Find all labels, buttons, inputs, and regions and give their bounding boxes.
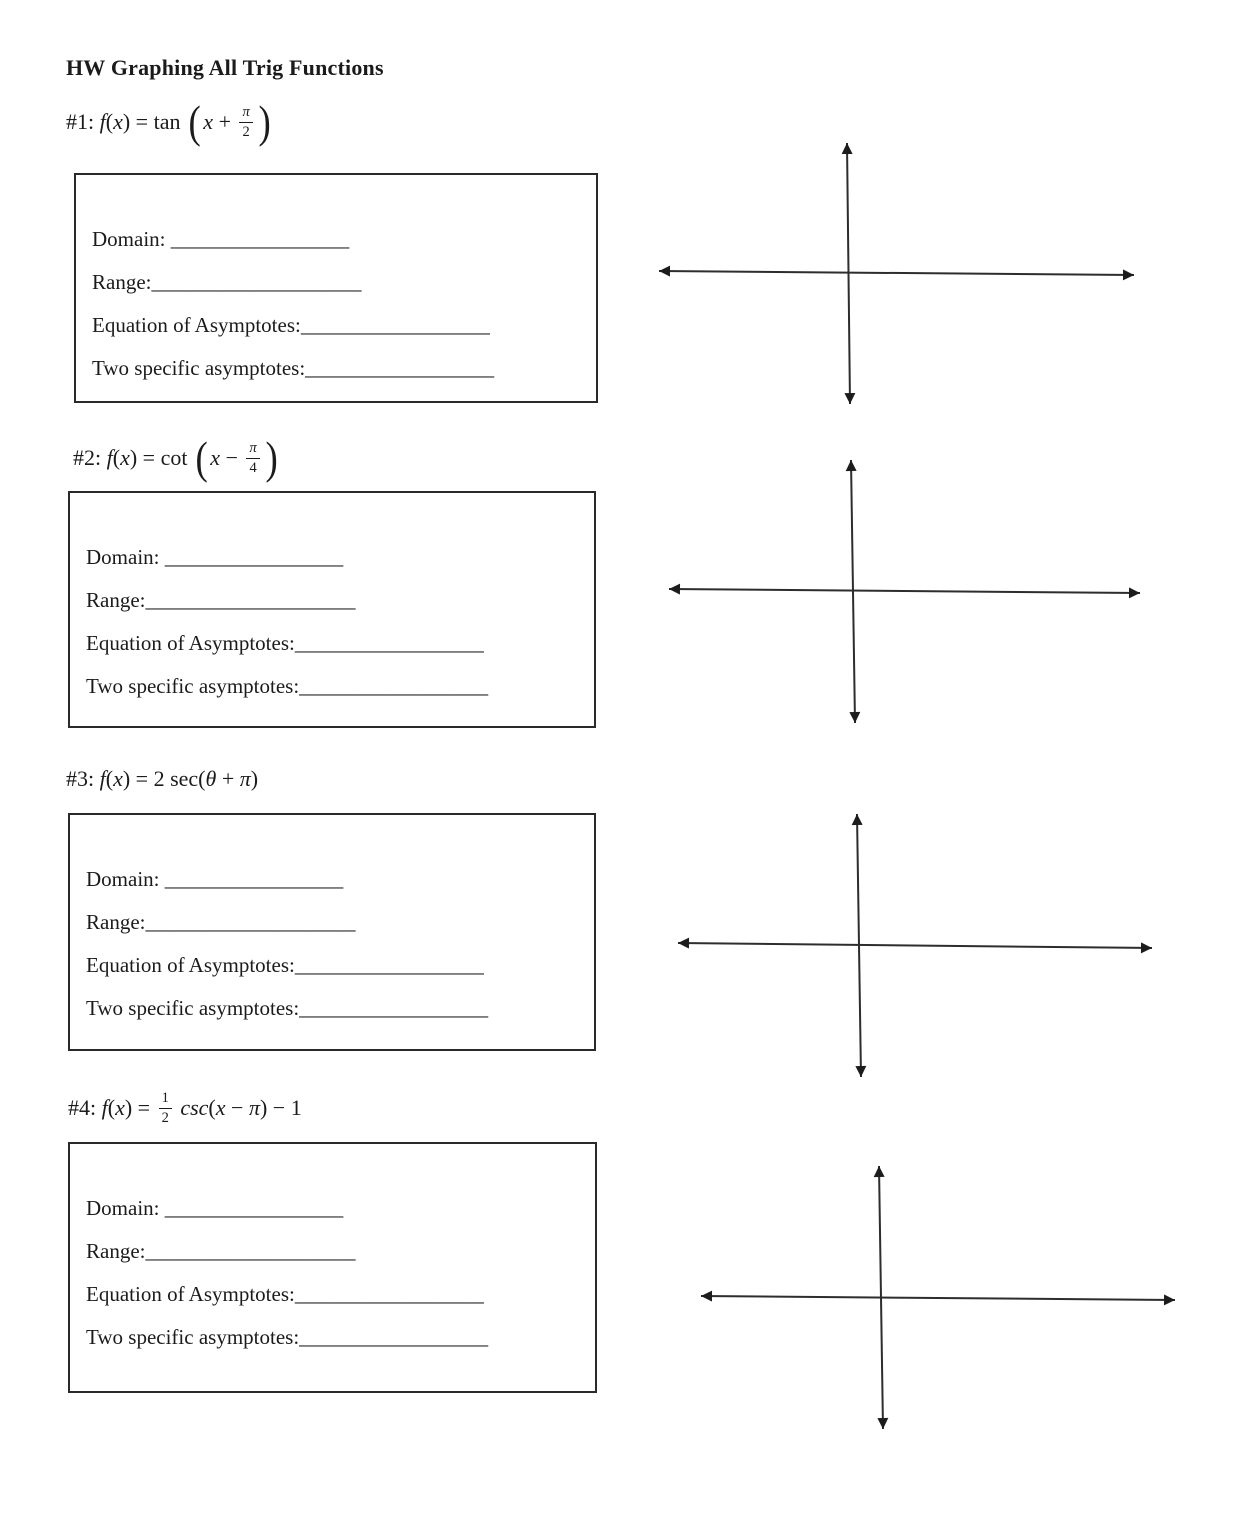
field-equation-of-asymptotes: Equation of Asymptotes:_________________…: [86, 1282, 484, 1306]
field-range: Range:____________________: [92, 270, 362, 294]
formula-variable: f: [99, 109, 106, 134]
fraction-denominator: 4: [249, 459, 257, 476]
fraction-denominator: 2: [161, 1109, 169, 1126]
field-domain: Domain: _________________: [86, 545, 344, 569]
page-title: HW Graphing All Trig Functions: [66, 55, 384, 80]
field-range: Range:____________________: [86, 1239, 356, 1263]
formula-text: ) = tan: [122, 109, 186, 134]
fraction-numerator: π: [239, 104, 253, 123]
formula-variable: x: [203, 109, 214, 134]
formula-variable: f: [106, 445, 113, 470]
fraction-denominator: 2: [242, 123, 250, 140]
field-equation-of-asymptotes: Equation of Asymptotes:_________________…: [86, 953, 484, 977]
problem-1-answer-box: Domain: _________________ Range:________…: [74, 173, 598, 403]
blank-axes-1: [658, 142, 1135, 405]
big-paren-close: ): [265, 432, 278, 484]
y-axis-line: [873, 1165, 889, 1430]
problem-4-answer-box: Domain: _________________ Range:________…: [68, 1142, 597, 1393]
formula-text: #1:: [66, 109, 100, 134]
field-range: Range:____________________: [86, 588, 356, 612]
big-paren-close: ): [258, 96, 271, 148]
formula-variable: θ: [205, 766, 217, 791]
field-two-specific-asymptotes: Two specific asymptotes:________________…: [86, 1325, 489, 1349]
x-axis-line: [677, 937, 1153, 954]
formula-text: (: [105, 109, 114, 134]
formula-text: −: [220, 445, 244, 470]
formula-text: #3:: [66, 766, 100, 791]
formula-variable: x: [113, 766, 123, 791]
field-range: Range:____________________: [86, 910, 356, 934]
formula-text: +: [213, 109, 237, 134]
formula-variable: π: [248, 1095, 260, 1120]
formula-variable: f: [99, 766, 106, 791]
formula-function: csc: [174, 1095, 209, 1120]
big-paren-open: (: [188, 96, 201, 148]
formula-text: ) =: [124, 1095, 156, 1120]
field-two-specific-asymptotes: Two specific asymptotes:________________…: [86, 674, 489, 698]
formula-variable: x: [120, 445, 130, 470]
formula-text: (: [107, 1095, 116, 1120]
fraction-numerator: π: [246, 440, 260, 459]
big-paren-open: (: [195, 432, 208, 484]
formula-variable: x: [115, 1095, 125, 1120]
formula-text: (: [208, 1095, 216, 1120]
blank-axes-3: [677, 813, 1153, 1078]
formula-variable: f: [101, 1095, 108, 1120]
formula-text: (: [112, 445, 121, 470]
formula-text: ) = 2 sec(: [122, 766, 206, 791]
formula-variable: x: [215, 1095, 226, 1120]
formula-text: ) − 1: [259, 1095, 302, 1120]
x-axis-line: [658, 265, 1135, 281]
field-equation-of-asymptotes: Equation of Asymptotes:_________________…: [86, 631, 484, 655]
formula-text: ): [250, 766, 259, 791]
x-axis-line: [700, 1290, 1176, 1306]
blank-axes-2: [668, 459, 1141, 724]
formula-text: −: [225, 1095, 249, 1120]
formula-text: #4:: [68, 1095, 102, 1120]
formula-variable: x: [210, 445, 221, 470]
problem-2-answer-box: Domain: _________________ Range:________…: [68, 491, 596, 728]
formula-text: #2:: [73, 445, 107, 470]
field-two-specific-asymptotes: Two specific asymptotes:________________…: [86, 996, 489, 1020]
field-domain: Domain: _________________: [86, 867, 344, 891]
y-axis-line: [841, 142, 856, 405]
blank-axes-4: [700, 1165, 1176, 1430]
problem-3-formula: #3: f(x) = 2 sec(θ + π): [66, 762, 258, 796]
field-equation-of-asymptotes: Equation of Asymptotes:_________________…: [92, 313, 490, 337]
x-axis-line: [668, 583, 1141, 599]
field-two-specific-asymptotes: Two specific asymptotes:________________…: [92, 356, 495, 380]
fraction-numerator: 1: [158, 1090, 172, 1109]
formula-variable: x: [113, 109, 123, 134]
y-axis-line: [845, 459, 861, 724]
y-axis-line: [851, 813, 867, 1078]
formula-text: (: [105, 766, 114, 791]
field-domain: Domain: _________________: [86, 1196, 344, 1220]
formula-variable: π: [239, 766, 251, 791]
problem-3-answer-box: Domain: _________________ Range:________…: [68, 813, 596, 1051]
field-domain: Domain: _________________: [92, 227, 350, 251]
formula-text: ) = cot: [129, 445, 193, 470]
formula-text: +: [216, 766, 240, 791]
